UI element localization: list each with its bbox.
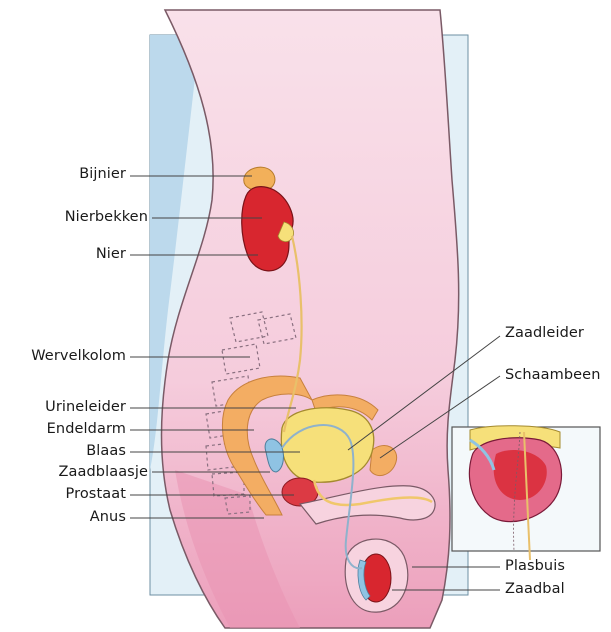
- label-zaadblaasje: Zaadblaasje: [0, 463, 148, 481]
- label-zaadleider: Zaadleider: [505, 324, 584, 342]
- label-blaas: Blaas: [0, 442, 126, 460]
- label-bijnier: Bijnier: [36, 165, 126, 183]
- label-nierbekken: Nierbekken: [18, 208, 148, 226]
- label-prostaat: Prostaat: [0, 485, 126, 503]
- label-schaambeen: Schaambeen: [505, 366, 601, 384]
- label-nier: Nier: [36, 245, 126, 263]
- label-endeldarm: Endeldarm: [0, 420, 126, 438]
- label-plasbuis: Plasbuis: [505, 557, 565, 575]
- label-zaadbal: Zaadbal: [505, 580, 565, 598]
- label-anus: Anus: [0, 508, 126, 526]
- label-urineleider: Urineleider: [0, 398, 126, 416]
- label-wervelkolom: Wervelkolom: [0, 347, 126, 365]
